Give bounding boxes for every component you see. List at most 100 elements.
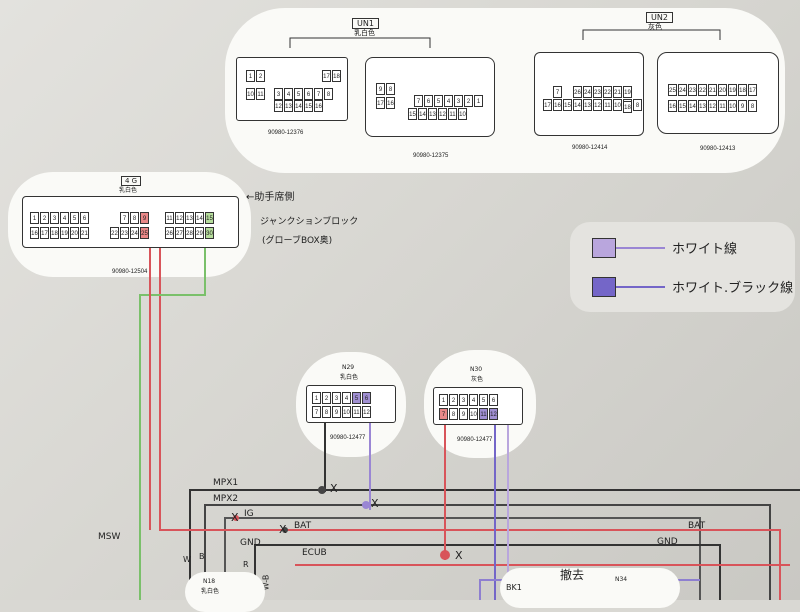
- n30-pin: 4: [469, 394, 478, 406]
- legend-swatch-white-black: [592, 277, 616, 297]
- un2a-pin: 17: [543, 99, 552, 111]
- n30-pin: 10: [469, 408, 478, 420]
- n29-pin: 5: [352, 392, 361, 404]
- n18-color: 乳白色: [201, 588, 220, 595]
- g4-pin: 7: [120, 212, 129, 224]
- bk-label: BK1: [506, 583, 522, 592]
- mpx2-wire: [204, 504, 771, 600]
- un2b-pin: 12: [708, 100, 717, 112]
- g4-pin: 4: [60, 212, 69, 224]
- label-gnd: GND: [240, 538, 261, 548]
- n30-pin: 12: [489, 408, 498, 420]
- label-r: R: [243, 560, 249, 569]
- 4g-note-1: ←助手席側: [246, 192, 295, 203]
- un1a-pin: 12: [274, 100, 283, 112]
- n30-pin: 1: [439, 394, 448, 406]
- un2-title: UN2: [646, 12, 673, 23]
- un2a-pin: 24: [583, 86, 592, 98]
- g4-pin: 19: [60, 227, 69, 239]
- n34-title: N34: [615, 576, 628, 583]
- un1b-pin: 8: [386, 83, 395, 95]
- n29-connector: [306, 385, 396, 423]
- g4-pin: 22: [110, 227, 119, 239]
- un1b-pin: 5: [434, 95, 443, 107]
- un2a-pin: 15: [563, 99, 572, 111]
- g4-pin: 26: [165, 227, 174, 239]
- g4-pin: 25: [140, 227, 149, 239]
- un1b-pin: 10: [458, 108, 467, 120]
- g4-pin: 28: [185, 227, 194, 239]
- un2b-pin: 16: [668, 100, 677, 112]
- cut-mark-mpx1: X: [330, 482, 338, 495]
- un2a-pin: 21: [613, 86, 622, 98]
- n18-title: N18: [203, 578, 216, 585]
- cut-mark-purple: X: [371, 497, 379, 510]
- un1a-pin: 7: [314, 88, 323, 100]
- g4-pin: 15: [205, 212, 214, 224]
- un1b-pin: 12: [438, 108, 447, 120]
- g4-pin: 9: [140, 212, 149, 224]
- un2a-pin: 13: [583, 99, 592, 111]
- un2b-pin: 9: [738, 100, 747, 112]
- g4-pin: 23: [120, 227, 129, 239]
- n29-title: N29: [342, 364, 355, 371]
- un1a-pin: 14: [294, 100, 303, 112]
- un2a-pin: 8: [633, 99, 642, 111]
- un2a-pin: 7: [553, 86, 562, 98]
- 4g-part: 90980-12504: [112, 269, 148, 275]
- un2a-pin: 10: [613, 99, 622, 111]
- g4-pin: 13: [185, 212, 194, 224]
- un1b-pin: 16: [386, 97, 395, 109]
- un2b-pin: 11: [718, 100, 727, 112]
- n29-pin: 12: [362, 406, 371, 418]
- label-b: B: [199, 552, 205, 561]
- g4-pin: 16: [30, 227, 39, 239]
- g4-pin: 14: [195, 212, 204, 224]
- un1a-pin: 18: [332, 70, 341, 82]
- un2a-pin: 19: [623, 86, 632, 98]
- label-ecub: ECUB: [302, 548, 327, 558]
- un2b-pin: 10: [728, 100, 737, 112]
- un1a-pin: 13: [284, 100, 293, 112]
- n30-pin: 3: [459, 394, 468, 406]
- mpx1-wire: [189, 489, 800, 600]
- un2a-pin: 22: [603, 86, 612, 98]
- g4-pin: 12: [175, 212, 184, 224]
- un1a-pin: 10: [246, 88, 255, 100]
- g4-pin: 17: [40, 227, 49, 239]
- un1b-pin: 11: [448, 108, 457, 120]
- label-msw: MSW: [98, 532, 121, 542]
- n29-pin: 1: [312, 392, 321, 404]
- un1a-pin: 3: [274, 88, 283, 100]
- un1b-pin: 15: [408, 108, 417, 120]
- n29-pin: 9: [332, 406, 341, 418]
- g4-pin: 27: [175, 227, 184, 239]
- legend-label-white: ホワイト線: [672, 242, 738, 257]
- un1a-pin: 17: [322, 70, 331, 82]
- un1a-pin: 16: [314, 100, 323, 112]
- g4-pin: 5: [70, 212, 79, 224]
- un1b-pin: 14: [418, 108, 427, 120]
- n29-part: 90980-12477: [330, 435, 366, 441]
- 4g-title: 4 G: [121, 176, 142, 186]
- 4g-note-3: (グローブBOX奥): [262, 236, 333, 246]
- label-gnd-right: GND: [657, 537, 678, 547]
- label-mpx1: MPX1: [213, 478, 239, 488]
- label-bat: BAT: [294, 521, 312, 531]
- un2b-pin: 23: [688, 84, 697, 96]
- removal-note: 撤去: [560, 568, 585, 582]
- g4-pin: 3: [50, 212, 59, 224]
- n29-pin: 10: [342, 406, 351, 418]
- g4-pin: 30: [205, 227, 214, 239]
- green-wire: [139, 224, 206, 600]
- n34-area: [500, 568, 680, 608]
- n29-pin: 6: [362, 392, 371, 404]
- label-bat-right: BAT: [688, 521, 706, 531]
- label-w: W: [183, 555, 191, 564]
- un2a-pin: 12: [593, 99, 602, 111]
- un1a-pin: 5: [294, 88, 303, 100]
- un1b-pin: 7: [414, 95, 423, 107]
- un1b-pin: 6: [424, 95, 433, 107]
- n18-area: [185, 572, 265, 612]
